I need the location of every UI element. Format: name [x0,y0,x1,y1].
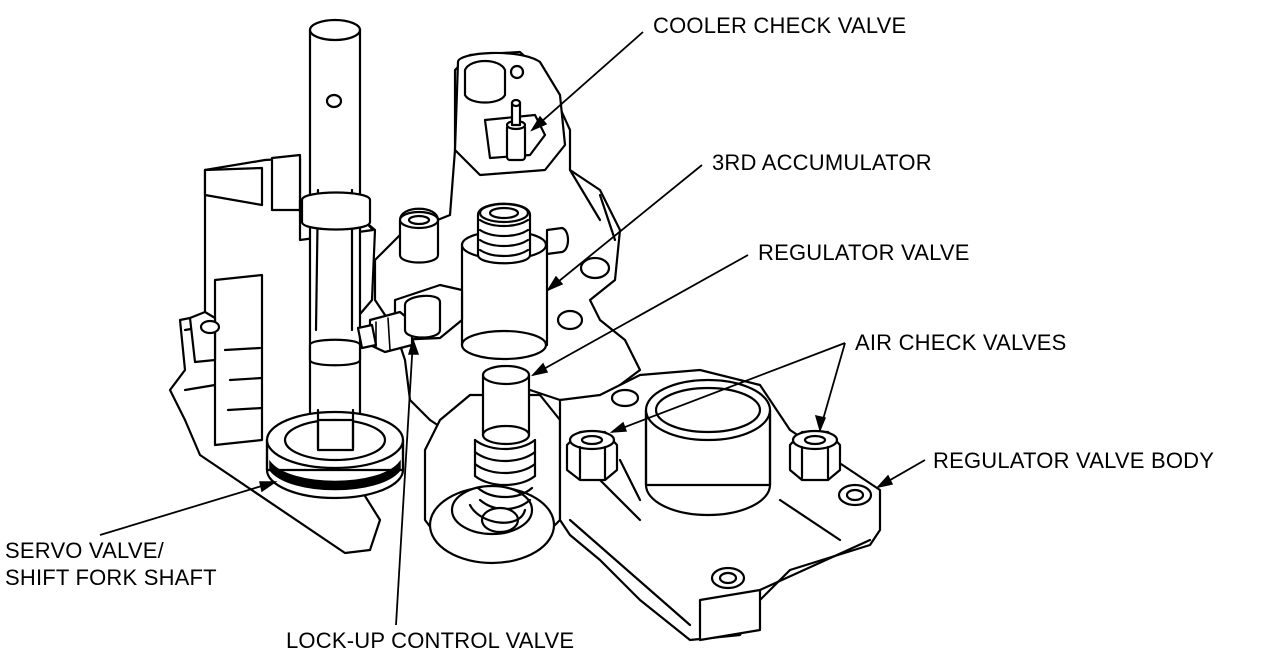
third-accumulator [460,202,570,361]
air-check-valve-left [565,429,619,482]
label-servo-valve-line1: SERVO VALVE/ [5,538,165,563]
regulator-valve [423,364,562,565]
label-regulator-valve-body: REGULATOR VALVE BODY [933,448,1214,473]
lockup-control-valve [356,283,464,354]
label-regulator-valve: REGULATOR VALVE [758,240,970,265]
callout-labels: COOLER CHECK VALVE 3RD ACCUMULATOR REGUL… [5,13,1214,653]
label-third-accumulator: 3RD ACCUMULATOR [712,150,932,175]
servo-valve-shaft [265,18,405,500]
label-servo-valve-line2: SHIFT FORK SHAFT [5,565,217,590]
leader-lines [99,31,926,626]
regulator-valve-body [558,368,882,642]
air-check-valve-right [788,429,842,482]
label-lockup-control-valve: LOCK-UP CONTROL VALVE [286,628,574,653]
label-air-check-valves: AIR CHECK VALVES [855,330,1066,355]
label-cooler-check-valve: COOLER CHECK VALVE [653,13,906,38]
